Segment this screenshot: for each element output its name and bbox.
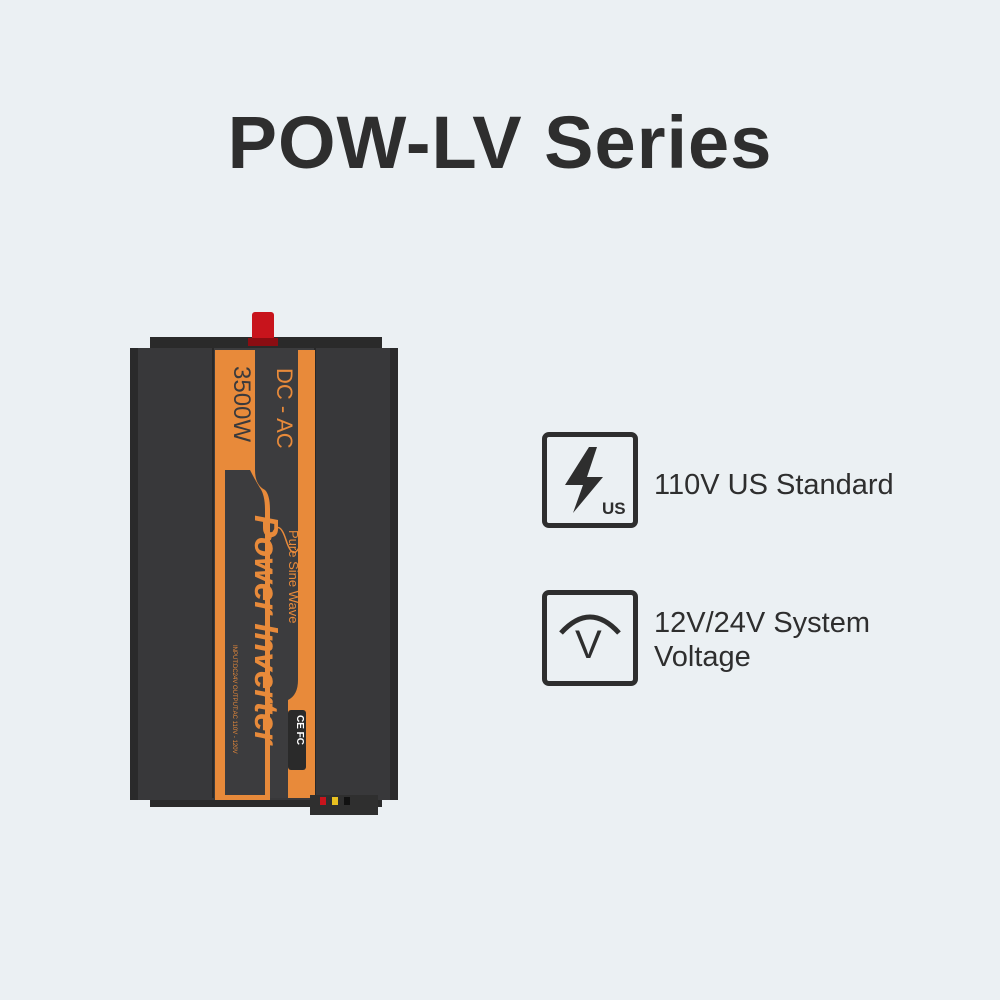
feature-system-voltage: 12V/24V System Voltage — [654, 607, 870, 673]
v-badge: V — [575, 623, 602, 667]
lightning-us-icon: US — [542, 432, 638, 528]
power-inverter-image: 3500W DC - AC Pure Sine Wave Power Inver… — [120, 300, 420, 830]
inverter-body — [130, 312, 398, 815]
dc-ac-label: DC - AC — [272, 368, 297, 449]
us-badge: US — [602, 499, 626, 518]
certification-marks: CE FC — [294, 715, 305, 745]
feature-us-standard: 110V US Standard — [654, 469, 894, 501]
input-spec: INPUT:DC24V — [231, 645, 237, 684]
page-title: POW-LV Series — [227, 101, 773, 184]
waveform-label: Pure Sine Wave — [286, 530, 301, 624]
voltage-v-icon: V — [542, 590, 638, 686]
power-rating: 3500W — [228, 366, 255, 443]
product-name: Power Inverter — [248, 515, 285, 745]
red-terminal-icon — [252, 312, 274, 342]
output-spec: OUTPUT:AC 110V - 120V — [231, 685, 237, 754]
